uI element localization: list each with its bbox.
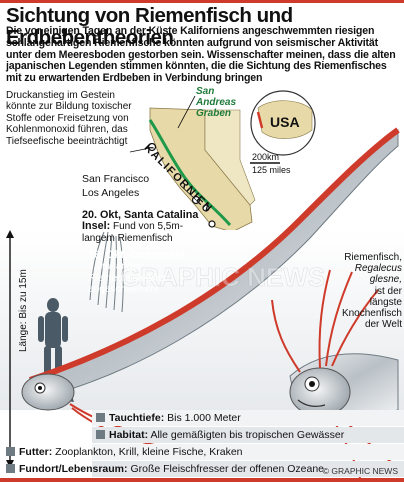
sighting-marker-catalina bbox=[202, 204, 210, 212]
page-title: Sichtung von Riemenfisch und Erdbebenthe… bbox=[6, 4, 293, 49]
bottom-accent-bar bbox=[0, 478, 404, 482]
scale-miles-label: 125 miles bbox=[252, 165, 291, 175]
species-latin1: Regalecus bbox=[354, 263, 402, 275]
watermark-logo: GRAPHIC NEWS bbox=[120, 185, 325, 292]
fact-depth-value: Bis 1.000 Meter bbox=[167, 412, 241, 424]
city-marker-sf bbox=[147, 142, 157, 152]
length-label: Länge: Bis zu 15m bbox=[18, 269, 29, 352]
intro-paragraph: Die vor einigen Tagen an der Küste Kalif… bbox=[6, 25, 396, 85]
fault-label-line3: Graben bbox=[196, 108, 232, 119]
credit-line: © GRAPHIC NEWS bbox=[322, 466, 398, 476]
species-line5: längste bbox=[369, 296, 402, 308]
sighting-1: 20. Okt, Santa Catalina Insel: Fund von … bbox=[82, 209, 202, 244]
svg-text:GRAPHIC NEWS: GRAPHIC NEWS bbox=[120, 262, 325, 292]
fact-row-enemies: Fundort/Lebensraum: Große Fleischfresser… bbox=[6, 461, 324, 477]
california-map bbox=[129, 95, 280, 233]
fault-label-line1: San bbox=[196, 86, 215, 97]
oarfish-main-illustration bbox=[21, 127, 400, 453]
fact-habitat-label: Habitat: bbox=[109, 429, 149, 441]
city-label-la: Los Angeles bbox=[82, 187, 140, 199]
fault-label-line2: Andreas bbox=[196, 97, 237, 108]
crest-filaments bbox=[89, 231, 124, 313]
fact-row-depth: Tauchtiefe: Bis 1.000 Meter bbox=[96, 410, 241, 426]
sighting-2-date: 18. Okt, Oceanside: bbox=[88, 249, 189, 261]
species-line7: der Welt bbox=[364, 319, 402, 331]
fact-bar-bg-2 bbox=[92, 427, 404, 443]
inset-usa-label: USA bbox=[270, 114, 300, 130]
pressure-note: Druckanstieg im Gestein könnte zur Bildu… bbox=[6, 90, 132, 147]
sighting-marker-oceanside bbox=[208, 220, 216, 228]
fact-row-habitat: Habitat: Alle gemäßigten bis tropischen … bbox=[96, 427, 344, 443]
fact-bar-bg-4 bbox=[92, 461, 404, 477]
fact-food-label: Futter: bbox=[19, 446, 53, 458]
species-line6: Knochenfisch bbox=[341, 308, 402, 320]
species-line4: ist der bbox=[374, 285, 402, 297]
fact-row-food: Futter: Zooplankton, Krill, kleine Fisch… bbox=[6, 444, 243, 460]
fact-bar-bg-3 bbox=[92, 444, 404, 460]
fact-habitat-value: Alle gemäßigten bis tropischen Gewässer bbox=[150, 429, 345, 441]
city-label-sf: San Francisco bbox=[82, 173, 150, 185]
species-latin2: glesne, bbox=[369, 274, 402, 286]
fact-enemies-value: Große Fleischfresser der offenen Ozeane bbox=[130, 463, 325, 475]
top-accent-bar bbox=[0, 0, 404, 3]
species-caption: Riemenfisch, Regalecus glesne, ist der l… bbox=[338, 252, 402, 330]
fact-enemies-label: Fundort/Lebensraum: bbox=[19, 463, 128, 475]
sighting-1-detail: Fund von 5,5m-langem Riemenfisch bbox=[82, 221, 184, 244]
sighting-2-detail: 4,3m-langer Riemenfisch wird angeschwemm… bbox=[88, 261, 165, 296]
species-line1: Riemenfisch, bbox=[344, 252, 402, 263]
sighting-2: 18. Okt, Oceanside: 4,3m-langer Riemenfi… bbox=[88, 249, 198, 296]
fact-depth-label: Tauchtiefe: bbox=[109, 412, 165, 424]
usa-inset-globe bbox=[250, 90, 316, 156]
sighting-1-date: 20. Okt, Santa Catalina Insel: bbox=[82, 209, 199, 233]
fact-bar-bg-1 bbox=[92, 410, 404, 426]
scale-km-label: 200km bbox=[252, 152, 280, 162]
fact-food-value: Zooplankton, Krill, kleine Fische, Krake… bbox=[55, 446, 243, 458]
oarfish-head-closeup bbox=[271, 269, 399, 479]
san-andreas-fault-line bbox=[148, 119, 232, 227]
